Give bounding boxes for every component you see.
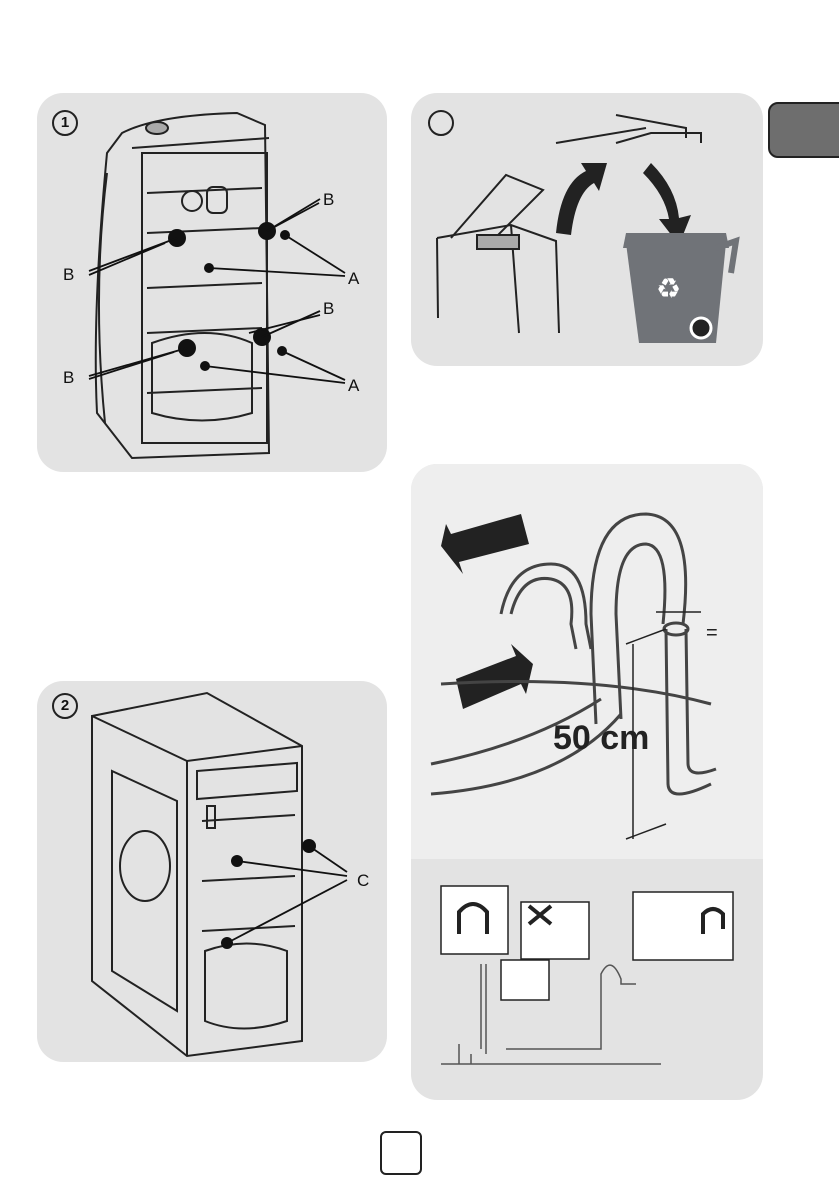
panel-4-drain-hose: = 50 cm <box>411 464 763 1100</box>
bin-icon: ♻ <box>623 233 736 343</box>
drain-hose-illustration: = 50 cm <box>411 464 763 1100</box>
height-label: 50 cm <box>553 719 649 757</box>
equal-sign: = <box>706 622 718 644</box>
label-b-top-left: B <box>63 265 74 284</box>
label-b-bottom-right: B <box>323 299 334 318</box>
label-a-bottom: A <box>348 376 360 395</box>
panel-3-remove-packaging: ♻ <box>411 93 763 366</box>
recycle-icon: ♻ <box>656 272 681 305</box>
label-b-bottom-left: B <box>63 368 74 387</box>
page-number-box <box>380 1131 422 1175</box>
label-a-top: A <box>348 269 360 288</box>
label-c: C <box>357 871 369 890</box>
panel-2-plugs: 2 C <box>37 681 387 1062</box>
panel-1-transport-bolts: 1 B B A B B <box>37 93 387 472</box>
label-b-top-right: B <box>323 190 334 209</box>
language-tab <box>768 102 839 158</box>
packaging-illustration: ♻ <box>411 93 763 366</box>
washer-back-illustration: B B A B B A <box>37 93 387 472</box>
washer-side-illustration: C <box>37 681 387 1062</box>
